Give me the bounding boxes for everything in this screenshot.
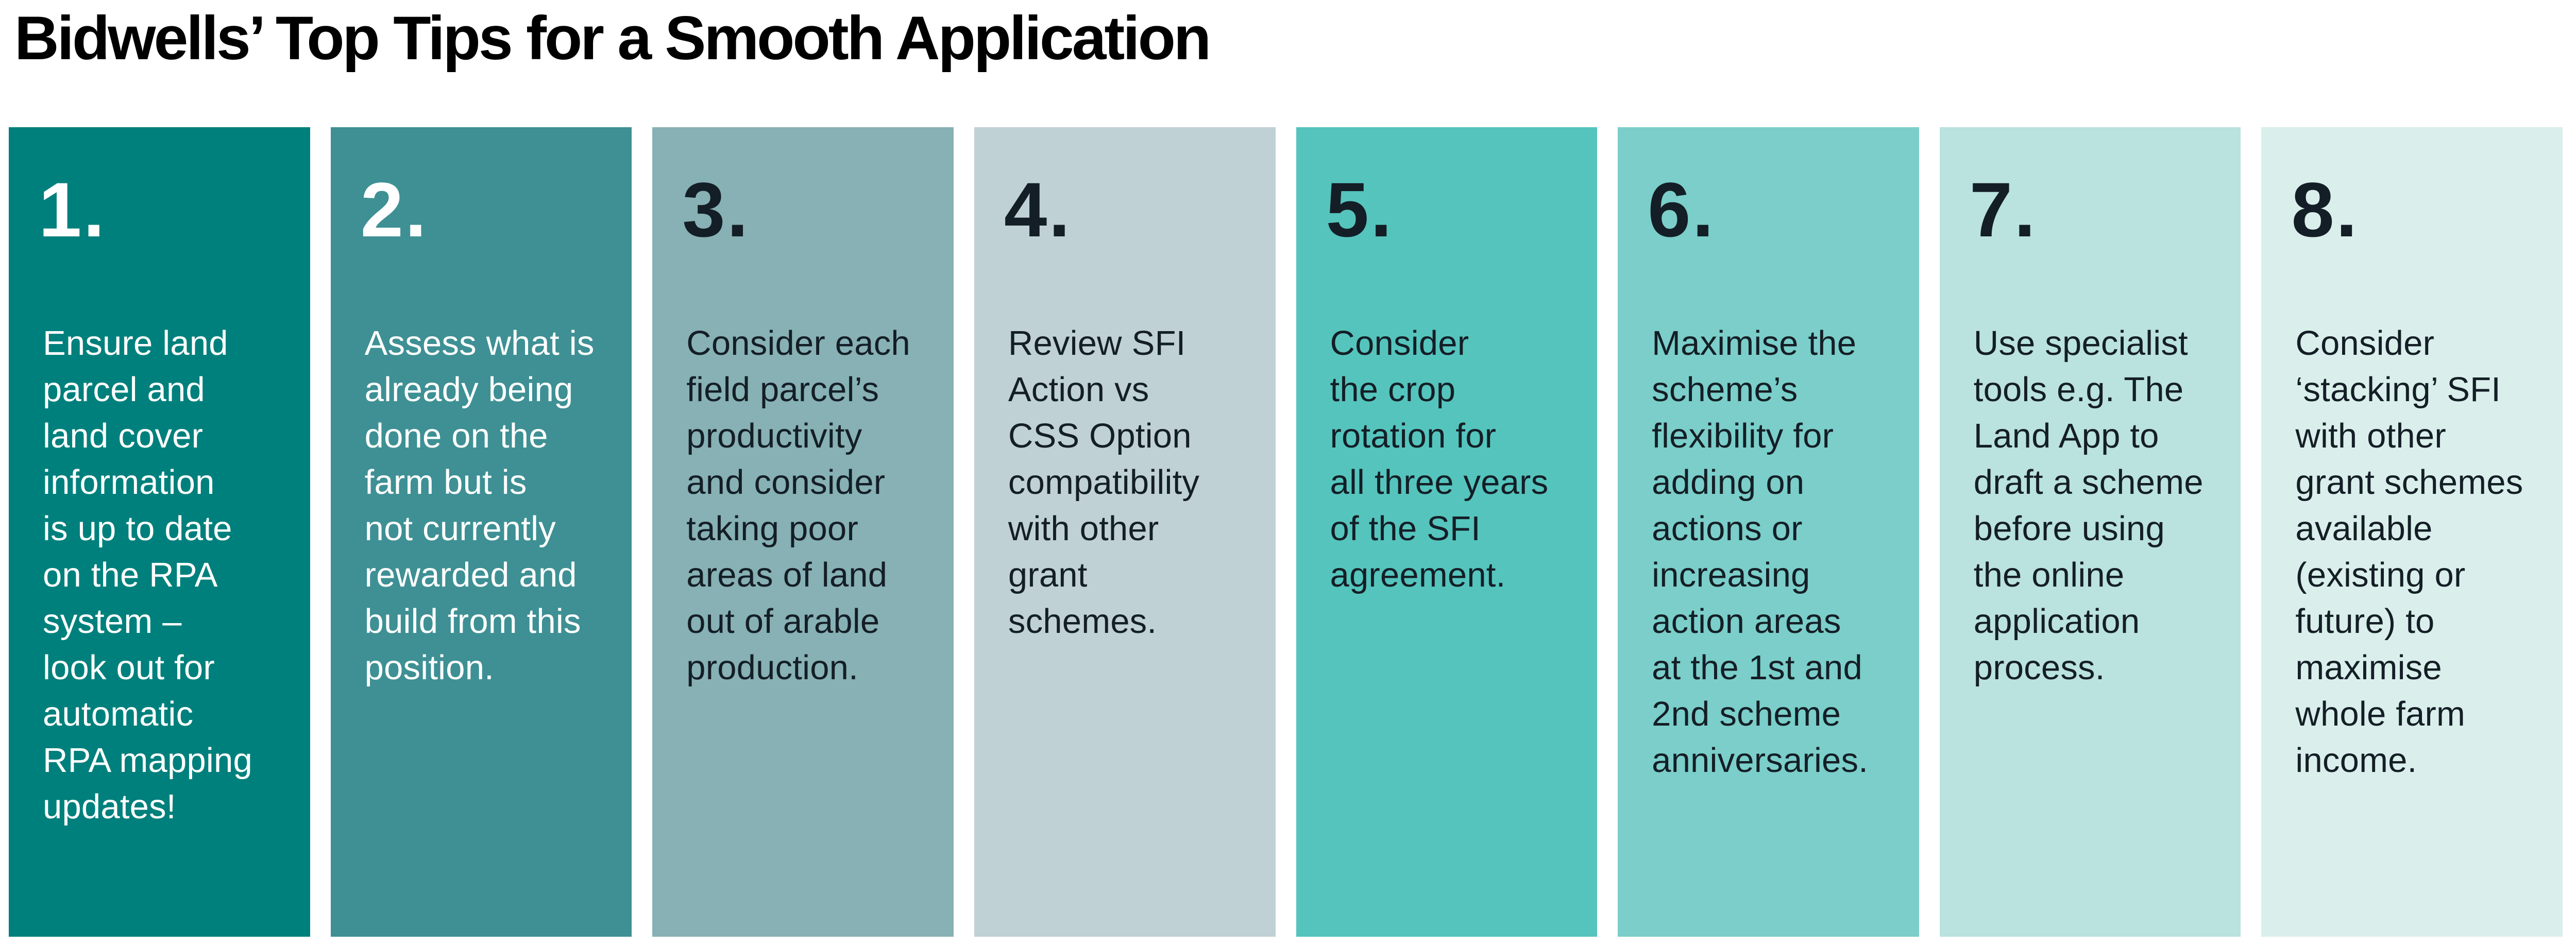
tip-card-8: 8. Consider ‘stacking’ SFI with other gr… (2261, 127, 2563, 937)
page-title: Bidwells’ Top Tips for a Smooth Applicat… (14, 4, 1211, 73)
tip-number: 2. (360, 166, 428, 253)
tip-number: 6. (1648, 166, 1716, 253)
tip-card-6: 6. Maximise the scheme’s flexibility for… (1618, 127, 1919, 937)
tip-text: Consider each field parcel’s productivit… (686, 324, 910, 687)
tip-card-2: 2. Assess what is already being done on … (330, 127, 632, 937)
tip-number: 4. (1004, 166, 1072, 253)
tip-text: Review SFI Action vs CSS Option compatib… (1008, 324, 1200, 641)
tip-text: Ensure land parcel and land cover inform… (43, 324, 252, 826)
tip-text: Consider ‘stacking’ SFI with other grant… (2295, 324, 2523, 780)
tip-card-5: 5. Consider the crop rotation for all th… (1296, 127, 1598, 937)
tip-text: Consider the crop rotation for all three… (1330, 324, 1549, 594)
tip-text: Use specialist tools e.g. The Land App t… (1973, 324, 2204, 687)
tip-number: 5. (1326, 166, 1394, 253)
tip-number: 8. (2291, 166, 2359, 253)
tip-number: 1. (39, 166, 107, 253)
tip-card-4: 4. Review SFI Action vs CSS Option compa… (974, 127, 1276, 937)
tip-number: 3. (682, 166, 750, 253)
tip-card-3: 3. Consider each field parcel’s producti… (652, 127, 954, 937)
tips-row: 1. Ensure land parcel and land cover inf… (9, 127, 2563, 937)
tip-number: 7. (1969, 166, 2037, 253)
tip-text: Maximise the scheme’s flexibility for ad… (1652, 324, 1869, 780)
tip-text: Assess what is already being done on the… (364, 324, 595, 687)
tip-card-1: 1. Ensure land parcel and land cover inf… (9, 127, 310, 937)
tip-card-7: 7. Use specialist tools e.g. The Land Ap… (1939, 127, 2241, 937)
